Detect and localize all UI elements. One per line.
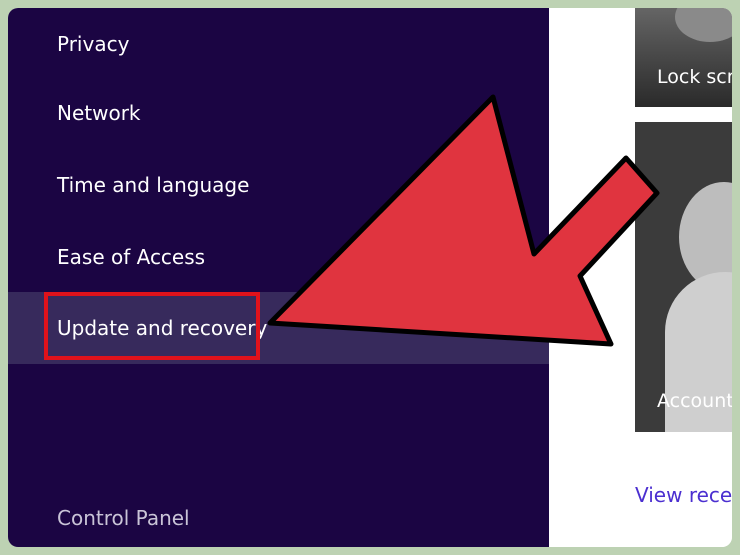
sidebar-item-ease-of-access[interactable]: Ease of Access xyxy=(8,221,549,293)
account-picture-tile[interactable]: Account xyxy=(635,122,732,432)
sidebar-item-label: Ease of Access xyxy=(57,245,206,269)
sidebar-item-label: Network xyxy=(57,101,141,125)
sidebar-item-time-and-language[interactable]: Time and language xyxy=(8,149,549,221)
sidebar-item-label: Privacy xyxy=(57,32,130,56)
sidebar-item-privacy[interactable]: Privacy xyxy=(8,8,549,80)
content-panel: Lock scr Account View recen xyxy=(549,8,732,547)
sidebar-item-label: Update and recovery xyxy=(57,316,268,340)
lock-screen-tile[interactable]: Lock scr xyxy=(635,8,732,107)
lock-screen-tile-label: Lock scr xyxy=(657,66,732,88)
screenshot-frame: Privacy Network Time and language Ease o… xyxy=(8,8,732,547)
sidebar-item-label: Time and language xyxy=(57,173,250,197)
sidebar-item-update-and-recovery[interactable]: Update and recovery xyxy=(8,292,549,364)
view-recent-link[interactable]: View recen xyxy=(635,483,732,507)
account-tile-label: Account xyxy=(657,390,732,412)
tile-image xyxy=(675,8,732,42)
person-body-image xyxy=(665,272,732,432)
settings-sidebar: Privacy Network Time and language Ease o… xyxy=(8,8,549,547)
control-panel-link[interactable]: Control Panel xyxy=(57,506,190,530)
sidebar-item-network[interactable]: Network xyxy=(8,77,549,149)
